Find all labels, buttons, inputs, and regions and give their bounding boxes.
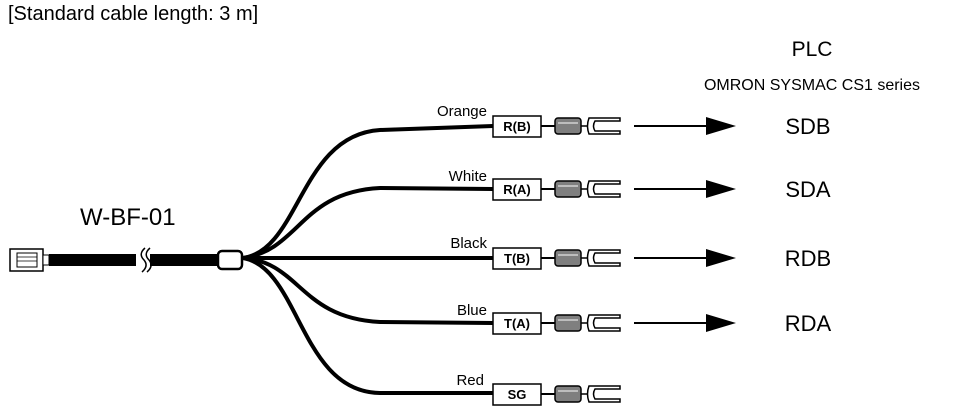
signal-label-rda: RDA <box>785 311 832 336</box>
wire-color-label-black: Black <box>450 235 487 252</box>
main-cable-right <box>150 254 218 266</box>
wire-color-label-white: White <box>449 168 487 185</box>
wire-tag-sg-text: SG <box>508 387 527 402</box>
wire-color-label-red: Red <box>456 372 484 389</box>
wire-tag-rb: R(B) <box>492 115 542 138</box>
wire-color-label-blue: Blue <box>457 302 487 319</box>
arrow-rdb <box>634 249 736 267</box>
wire-tag-sg: SG <box>492 383 542 406</box>
wire-tag-tb: T(B) <box>492 247 542 270</box>
wire-tag-tb-text: T(B) <box>504 251 530 266</box>
cable-model-label: W-BF-01 <box>80 204 176 231</box>
wire-tag-ta-text: T(A) <box>504 316 530 331</box>
arrow-rda <box>634 314 736 332</box>
arrow-sdb <box>634 117 736 135</box>
cable-break-symbol <box>140 247 152 273</box>
plc-subtitle: OMRON SYSMAC CS1 series <box>704 77 920 94</box>
signal-label-rdb: RDB <box>785 246 831 271</box>
wire-white <box>241 185 495 260</box>
wire-tag-ra-text: R(A) <box>503 182 530 197</box>
wire-tag-ra: R(A) <box>492 178 542 201</box>
main-cable-left <box>49 254 136 266</box>
crimp-terminal-4 <box>541 314 621 332</box>
crimp-terminal-1 <box>541 117 621 135</box>
cable-length-note: [Standard cable length: 3 m] <box>8 3 258 25</box>
signal-label-sda: SDA <box>785 177 831 202</box>
modular-plug-connector <box>9 248 50 272</box>
crimp-terminal-5 <box>541 385 621 403</box>
wire-color-label-orange: Orange <box>437 103 487 120</box>
arrow-sda <box>634 180 736 198</box>
signal-label-sdb: SDB <box>785 114 830 139</box>
crimp-terminal-2 <box>541 180 621 198</box>
plc-title: PLC <box>792 38 833 61</box>
wire-blue <box>241 256 495 325</box>
wire-red <box>241 256 495 395</box>
wire-tag-rb-text: R(B) <box>503 119 530 134</box>
wire-tag-ta: T(A) <box>492 312 542 335</box>
cable-sleeve <box>216 249 244 271</box>
wire-orange <box>241 124 495 260</box>
crimp-terminal-3 <box>541 249 621 267</box>
